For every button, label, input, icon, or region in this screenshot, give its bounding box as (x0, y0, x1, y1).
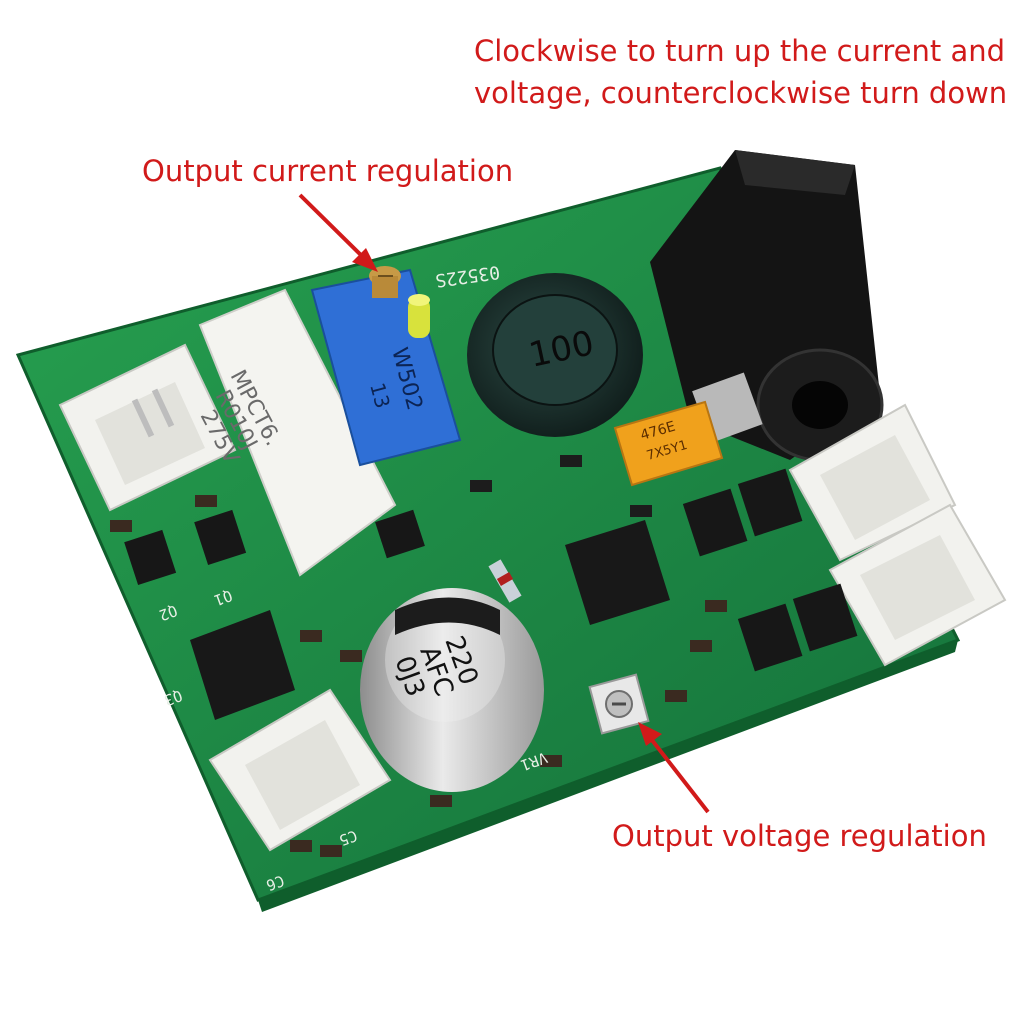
transistors (124, 468, 858, 672)
connector-right-top (788, 403, 957, 562)
voltage-arrow (638, 722, 710, 814)
instruction-line-2: voltage, counterclockwise turn down (474, 76, 1008, 111)
current-regulation-label: Output current regulation (142, 154, 514, 188)
ref-q1: Q1 (212, 586, 235, 609)
dc-power-jack (650, 150, 884, 462)
voltage-regulation-label: Output voltage regulation (612, 819, 987, 853)
ic-left (190, 610, 295, 720)
diode (488, 559, 522, 603)
connector-right-bottom (828, 503, 1007, 667)
connector-left (58, 343, 237, 512)
yellow-led (408, 294, 430, 338)
voltage-trimmer (588, 673, 650, 735)
instruction-caption: Clockwise to turn up the current and vol… (474, 30, 1007, 114)
current-arrow (298, 193, 378, 272)
instruction-line-1: Clockwise to turn up the current and (474, 34, 1006, 68)
ref-q3: Q3 (162, 686, 185, 709)
smd-components (110, 455, 727, 857)
tantalum-capacitor: 476E 7X5Y1 (613, 400, 724, 487)
electrolytic-capacitor: 220 AFC 0J3 (360, 588, 544, 792)
inductor: 100 (467, 273, 643, 437)
ic-center (565, 520, 670, 625)
ref-q2: Q2 (157, 601, 180, 624)
ref-c6: C6 (264, 871, 287, 894)
connector-bottom-left (208, 688, 392, 852)
pcb-edge (258, 640, 958, 912)
ref-c5: C5 (337, 826, 360, 849)
